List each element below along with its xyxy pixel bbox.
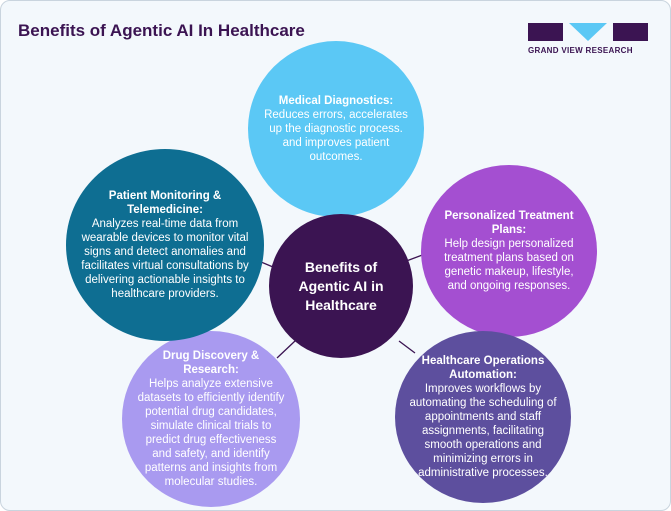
node-body: Analyzes real-time data from wearable de…	[81, 218, 249, 300]
node-patient-monitoring: Patient Monitoring & Telemedicine: Analy…	[66, 149, 264, 341]
logo-mark-v	[569, 23, 607, 41]
node-heading: Personalized Treatment Plans:	[444, 210, 574, 236]
center-label: Benefits of Agentic AI in Healthcare	[298, 258, 384, 313]
node-heading: Drug Discovery & Research:	[162, 350, 260, 376]
node-body: Helps analyze extensive datasets to effi…	[137, 378, 285, 488]
node-heading: Patient Monitoring & Telemedicine:	[108, 190, 222, 216]
node-body: Reduces errors, accelerates up the diagn…	[264, 109, 408, 163]
logo-text: GRAND VIEW RESEARCH	[528, 46, 633, 55]
node-body: Improves workflows by automating the sch…	[409, 383, 557, 479]
connector-operations	[398, 340, 416, 354]
node-personalized-treatment: Personalized Treatment Plans: Help desig…	[421, 165, 597, 337]
page-title: Benefits of Agentic AI In Healthcare	[18, 21, 305, 40]
node-medical-diagnostics: Medical Diagnostics: Reduces errors, acc…	[248, 41, 424, 217]
node-drug-discovery: Drug Discovery & Research: Helps analyze…	[122, 331, 300, 507]
node-operations-automation: Healthcare Operations Automation: Improv…	[395, 331, 571, 503]
connector-drug	[276, 340, 296, 359]
node-body: Help design personalized treatment plans…	[444, 238, 574, 292]
node-heading: Medical Diagnostics:	[278, 95, 394, 107]
logo-mark-g	[528, 23, 563, 41]
logo-mark-r	[613, 23, 648, 41]
center-node: Benefits of Agentic AI in Healthcare	[269, 214, 413, 358]
node-heading: Healthcare Operations Automation:	[421, 355, 545, 381]
logo: GRAND VIEW RESEARCH	[528, 23, 648, 55]
